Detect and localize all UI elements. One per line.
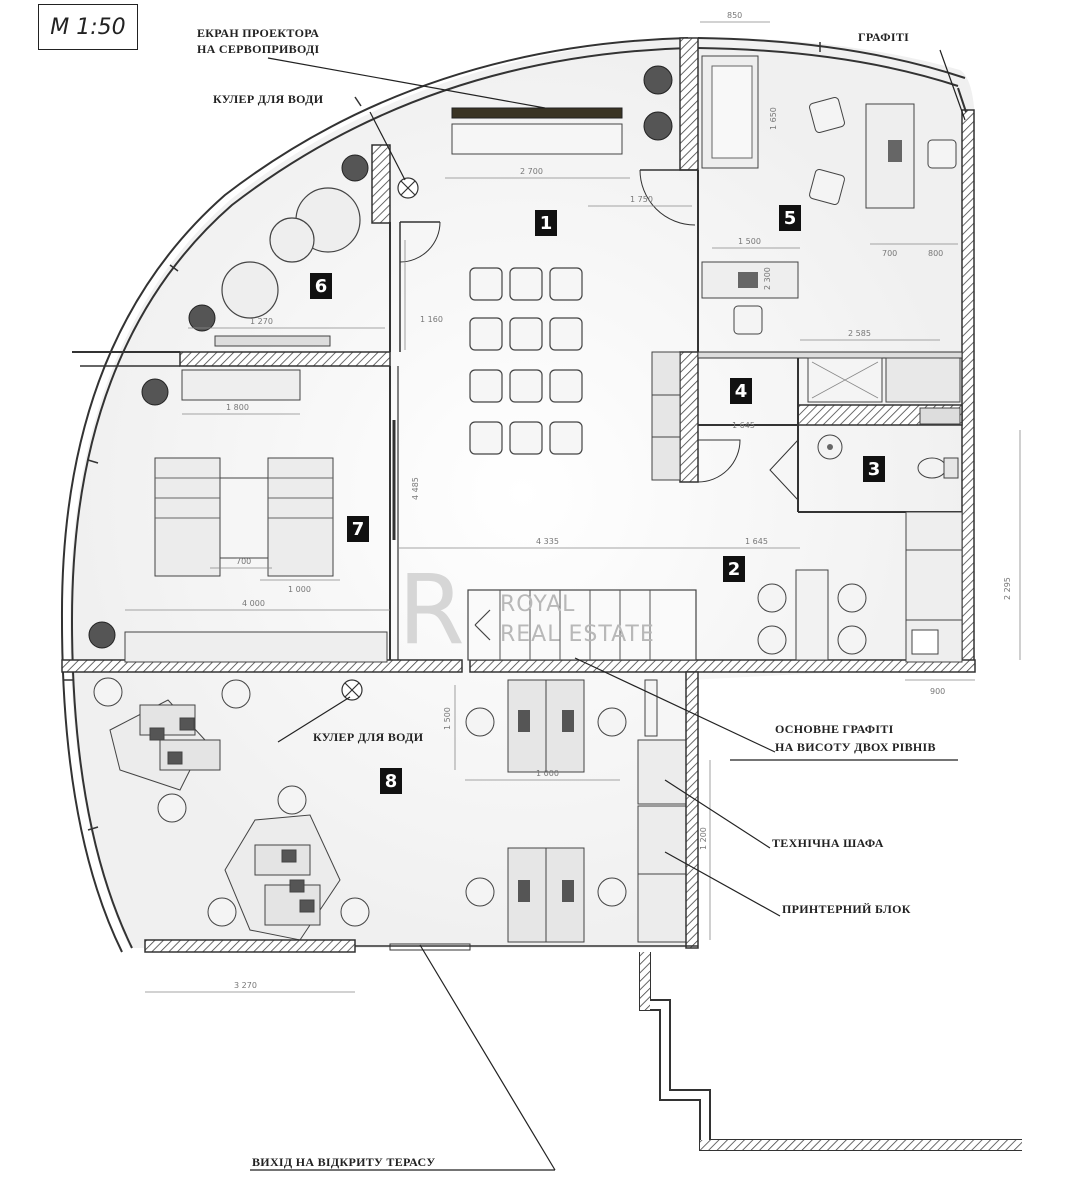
room-number-8: 8 — [380, 768, 402, 794]
svg-text:1 000: 1 000 — [536, 769, 559, 778]
svg-text:800: 800 — [928, 249, 943, 258]
svg-text:700: 700 — [882, 249, 897, 258]
label-printer-block: ПРИНТЕРНИЙ БЛОК — [782, 902, 911, 916]
svg-text:1 645: 1 645 — [732, 421, 755, 430]
label-main-graffiti-1: ОСНОВНЕ ГРАФІТІ — [775, 722, 894, 736]
wall-6-7 — [179, 351, 391, 367]
sofa-7 — [181, 369, 301, 401]
label-graffiti: ГРАФІТІ — [858, 30, 910, 44]
wall-bottom — [144, 939, 356, 953]
curved-facade-right-inner — [697, 47, 959, 87]
wall-1-5 — [679, 37, 699, 171]
label-terrace-exit: ВИХІД НА ВІДКРИТУ ТЕРАСУ — [252, 1155, 436, 1169]
label-projector-2: НА СЕРВОПРИВОДІ — [197, 42, 320, 56]
room-number-2: 2 — [723, 556, 745, 582]
room-number-6: 6 — [310, 273, 332, 299]
coolers — [341, 177, 419, 701]
wall-cooler-niche — [371, 144, 391, 224]
wall-4-left — [679, 351, 699, 483]
svg-text:1 200: 1 200 — [699, 827, 708, 850]
label-cooler-bottom: КУЛЕР ДЛЯ ВОДИ — [313, 730, 424, 744]
terrace-outline — [639, 952, 1022, 1151]
svg-text:1 500: 1 500 — [443, 707, 452, 730]
leader-lines — [250, 49, 966, 1171]
room-number-1: 1 — [535, 210, 557, 236]
toilet — [917, 457, 947, 479]
svg-text:2 300: 2 300 — [763, 267, 772, 290]
curved-facade-outer — [60, 37, 689, 953]
room-number-3: 3 — [863, 456, 885, 482]
label-cooler-top: КУЛЕР ДЛЯ ВОДИ — [213, 92, 324, 106]
svg-text:4 335: 4 335 — [536, 537, 559, 546]
projector-screen — [451, 107, 623, 119]
bench-7 — [124, 631, 388, 663]
label-projector-1: ЕКРАН ПРОЕКТОРА — [197, 26, 320, 40]
watermark-line-1: ROYAL — [500, 592, 576, 617]
svg-text:1 750: 1 750 — [630, 195, 653, 204]
svg-text:700: 700 — [236, 557, 251, 566]
room-1-chairs — [469, 267, 583, 455]
curved-facade-right — [697, 37, 966, 79]
wall-right-8 — [685, 671, 699, 949]
svg-text:1 500: 1 500 — [738, 237, 761, 246]
workstation-cluster-a — [109, 699, 221, 791]
svg-text:1 645: 1 645 — [745, 537, 768, 546]
curved-facade-inner — [70, 47, 689, 949]
wall-2-8 — [469, 659, 976, 673]
svg-text:1 800: 1 800 — [226, 403, 249, 412]
svg-text:4 000: 4 000 — [242, 599, 265, 608]
scale-label: М 1:50 — [38, 4, 138, 50]
terrace-door — [389, 943, 471, 951]
svg-text:2 700: 2 700 — [520, 167, 543, 176]
room-number-7: 7 — [347, 516, 369, 542]
svg-text:1 000: 1 000 — [288, 585, 311, 594]
desk-group-7a — [154, 457, 221, 577]
dimension-labels: 850 2 700 1 750 1 500 700 800 2 585 1 64… — [226, 11, 1012, 990]
tech-cabinet — [637, 739, 687, 805]
svg-text:2 295: 2 295 — [1003, 577, 1012, 600]
workstation-cluster-b — [224, 814, 341, 941]
label-tech-cabinet: ТЕХНІЧНА ШАФА — [772, 836, 884, 850]
desk-group-7b — [267, 457, 334, 577]
room-8-chairs — [93, 677, 627, 927]
watermark-logo: R — [398, 554, 466, 666]
svg-text:900: 900 — [930, 687, 945, 696]
svg-text:1 160: 1 160 — [420, 315, 443, 324]
room-number-5: 5 — [779, 205, 801, 231]
svg-text:2 585: 2 585 — [848, 329, 871, 338]
room-6-tables — [221, 187, 361, 319]
right-wall — [961, 109, 975, 666]
svg-text:3 270: 3 270 — [234, 981, 257, 990]
meeting-table-2 — [795, 569, 829, 661]
plants — [88, 65, 673, 649]
svg-text:4 485: 4 485 — [411, 477, 420, 500]
label-main-graffiti-2: НА ВИСОТУ ДВОХ РІВНІВ — [775, 740, 936, 754]
svg-text:1 650: 1 650 — [769, 107, 778, 130]
svg-text:850: 850 — [727, 11, 742, 20]
watermark-line-2: REAL ESTATE — [500, 622, 655, 647]
svg-text:1 270: 1 270 — [250, 317, 273, 326]
facade-mullions — [63, 42, 821, 831]
room-2-chairs — [757, 583, 867, 655]
room-number-4: 4 — [730, 378, 752, 404]
stairwell — [467, 589, 697, 661]
dimension-lines — [125, 21, 1021, 993]
